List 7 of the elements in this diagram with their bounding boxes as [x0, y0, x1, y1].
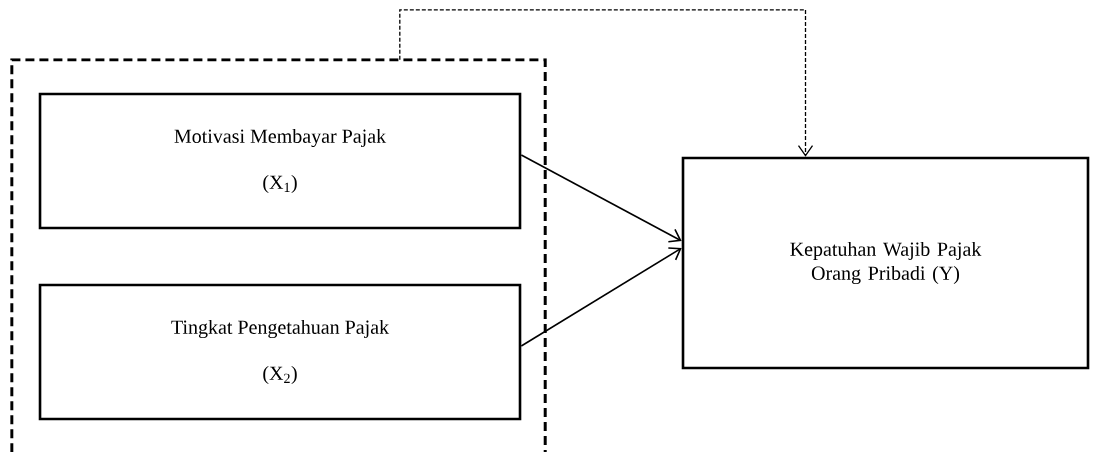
arrow — [399, 9, 814, 157]
variable-box: Tingkat Pengetahuan Pajak (X$_{2}$) — [38, 283, 522, 421]
dashed-frame — [10, 58, 547, 452]
variable-box: Kepatuhan Wajib Pajak Orang Pribadi (Y) — [681, 156, 1090, 370]
arrow — [520, 247, 682, 347]
arrow — [520, 154, 682, 243]
variable-box: Motivasi Membayar Pajak (X$_{1}$) — [38, 92, 522, 230]
